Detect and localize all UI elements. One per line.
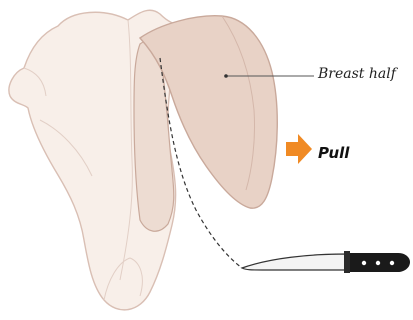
breast-half-label: Breast half bbox=[318, 66, 396, 82]
knife-bolster bbox=[344, 251, 350, 273]
knife-rivet-2 bbox=[376, 261, 380, 265]
pull-label: Pull bbox=[318, 144, 349, 162]
knife-rivet-1 bbox=[362, 261, 366, 265]
knife-rivet-3 bbox=[390, 261, 394, 265]
knife-icon bbox=[242, 251, 410, 273]
knife-blade bbox=[242, 254, 346, 270]
breast-half-dot bbox=[224, 74, 228, 78]
pull-arrow-icon bbox=[286, 134, 312, 164]
